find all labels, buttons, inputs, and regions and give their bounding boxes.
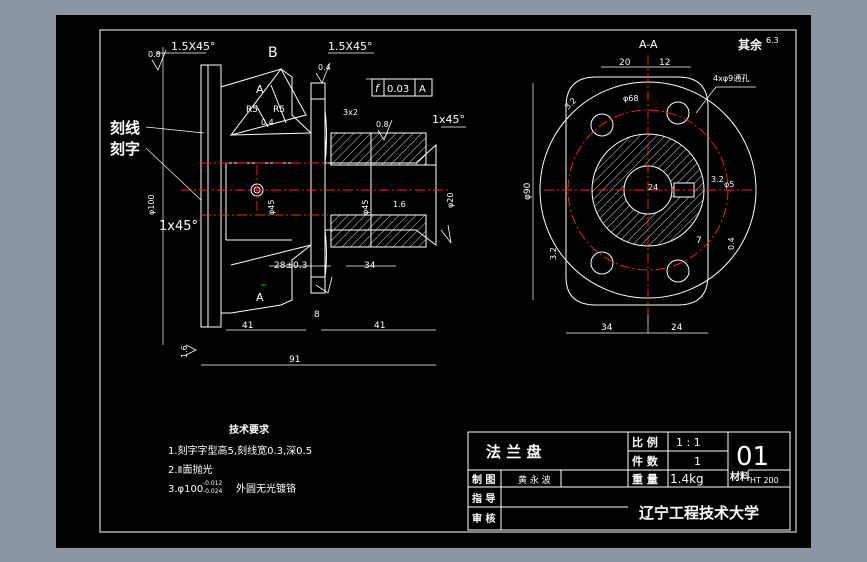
dim-41a: 41 bbox=[242, 321, 253, 331]
dim-34: 34 bbox=[364, 261, 376, 271]
chamfer-mid: 1.5X45° bbox=[328, 40, 373, 53]
scale-label: 比 例 bbox=[632, 435, 658, 449]
tol-symbol: f bbox=[375, 82, 381, 95]
dim-d68: φ68 bbox=[623, 94, 638, 103]
dim-28: 28±0.3 bbox=[274, 261, 307, 271]
dim-4x9: 4xφ9通孔 bbox=[713, 73, 749, 83]
flange-outline bbox=[565, 76, 709, 306]
notes-line3-sup: -0.012 bbox=[203, 480, 223, 487]
rough-16b: 1.6 bbox=[180, 345, 189, 358]
other-roughness: 其余 bbox=[738, 37, 763, 52]
dim-24b: 24 bbox=[671, 323, 683, 333]
dim-32: 3.2 bbox=[711, 175, 724, 184]
dim-34b: 34 bbox=[601, 323, 613, 333]
school-name: 辽宁工程技术大学 bbox=[639, 504, 759, 522]
qty-value: 1 bbox=[694, 455, 701, 468]
check-label: 指 导 bbox=[472, 492, 495, 505]
dim-3x2: 3x2 bbox=[343, 108, 358, 117]
engrave-line-label: 刻线 bbox=[110, 119, 140, 137]
dim-d20: φ20 bbox=[446, 193, 455, 208]
front-centerlines bbox=[181, 162, 451, 216]
radius1: R5 bbox=[246, 105, 258, 115]
dim-91: 91 bbox=[289, 355, 300, 365]
rough-04a: 0.4 bbox=[318, 63, 331, 72]
bolt-hole-1 bbox=[590, 113, 614, 137]
notes-line3: 3.φ100 bbox=[168, 484, 203, 495]
rough-08b: 0.8 bbox=[376, 120, 389, 129]
dim-d45b: φ45 bbox=[361, 200, 370, 215]
part-name: 法 兰 盘 bbox=[486, 443, 541, 461]
section-centerlines bbox=[544, 55, 756, 325]
rough-04b: 0.4 bbox=[261, 118, 274, 127]
tolerance-frame bbox=[371, 78, 433, 97]
radius2: R5 bbox=[273, 105, 285, 115]
section-dimensions bbox=[532, 66, 756, 334]
dim-d45: φ45 bbox=[267, 200, 276, 215]
weight-label: 重 量 bbox=[632, 472, 658, 486]
notes-line2: 2.Ⅱ面抛光 bbox=[168, 463, 212, 476]
material-label: 材料 bbox=[730, 470, 750, 483]
dim-41b: 41 bbox=[374, 321, 385, 331]
title-block bbox=[467, 431, 791, 531]
notes-line3-sub: -0.024 bbox=[203, 488, 223, 495]
bolt-hole-2 bbox=[666, 101, 690, 125]
section-hatch-upper bbox=[330, 132, 427, 166]
notes-line1: 1.刻字字型高5,刻线宽0.3,深0.5 bbox=[168, 444, 312, 457]
bolt-hole-3 bbox=[590, 251, 614, 275]
dim-d90: φ90 bbox=[523, 182, 533, 200]
other-roughness-value: 6.3 bbox=[766, 36, 779, 45]
notes-heading: 技术要求 bbox=[229, 423, 270, 436]
material-value: HT 200 bbox=[750, 476, 779, 485]
dim-7: 7 bbox=[696, 236, 702, 246]
engrave-char-label: 刻字 bbox=[110, 140, 140, 158]
chamfer-lower: 1x45° bbox=[159, 219, 198, 234]
drawing-no: 01 bbox=[736, 442, 769, 472]
dim-8: 8 bbox=[314, 310, 320, 320]
dim-12: 12 bbox=[659, 58, 670, 68]
roughness-symbols bbox=[151, 49, 452, 356]
chamfer-left: 1.5X45° bbox=[171, 40, 216, 53]
dim-d5: φ5 bbox=[724, 180, 734, 189]
dim-24r: 24 bbox=[648, 183, 658, 192]
dim-04: 0.4 bbox=[727, 237, 736, 250]
drawn-label: 制 图 bbox=[472, 473, 495, 486]
drawing-border bbox=[99, 29, 797, 533]
body-outline bbox=[220, 68, 312, 314]
tol-datum: A bbox=[419, 84, 426, 95]
dim-32b: 3.2 bbox=[549, 247, 558, 260]
weight-value: 1.4kg bbox=[670, 472, 704, 486]
rough-16a: 1.6 bbox=[393, 200, 406, 209]
tol-value: 0.03 bbox=[387, 84, 409, 95]
front-view bbox=[200, 64, 437, 328]
engineering-drawing: f 0.03 A 1.5X45° 1.5X45° 1x45° 1x45° B A… bbox=[99, 29, 797, 533]
review-label: 审 核 bbox=[472, 512, 495, 525]
drawn-name: 黄 永 波 bbox=[518, 474, 551, 486]
notes-line3-tail: 外圆无光镀铬 bbox=[236, 482, 296, 495]
cad-canvas: f 0.03 A 1.5X45° 1.5X45° 1x45° 1x45° B A… bbox=[56, 15, 811, 548]
qty-label: 件 数 bbox=[632, 454, 659, 468]
dim-20: 20 bbox=[619, 58, 631, 68]
dim-d100: φ100 bbox=[147, 194, 156, 215]
detail-b: B bbox=[268, 45, 278, 61]
chamfer-right: 1x45° bbox=[432, 113, 465, 126]
bolt-hole-4 bbox=[666, 259, 690, 283]
section-cut-bottom: A bbox=[256, 291, 264, 304]
section-hatch-lower bbox=[330, 214, 427, 248]
rough-08a: 0.8 bbox=[148, 50, 161, 59]
flange-plate bbox=[200, 64, 222, 328]
scale-value: 1 : 1 bbox=[676, 436, 701, 449]
section-view-title: A-A bbox=[639, 38, 658, 51]
section-cut-top: A bbox=[256, 83, 264, 96]
